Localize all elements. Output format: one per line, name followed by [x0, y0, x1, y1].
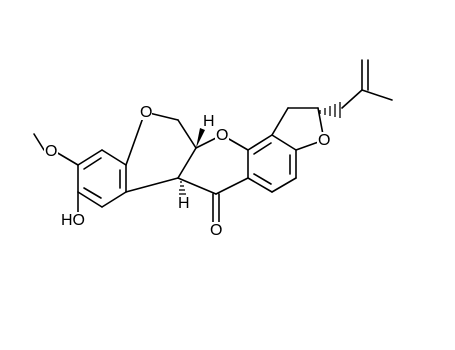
atom-o-methoxy: O	[44, 143, 58, 160]
double-bond-inner	[253, 173, 272, 185]
bond-methyl	[33, 133, 45, 151]
ring-e-dihydrofuran	[271, 107, 325, 151]
atom-o-pyran-top: O	[138, 104, 152, 121]
bond	[77, 191, 103, 208]
bond	[271, 177, 297, 193]
atom-label-o: O	[210, 222, 222, 239]
atom-label-h: H	[178, 195, 190, 212]
bond	[341, 89, 363, 109]
atom-h-mid: H	[178, 195, 190, 212]
wedge-bond-h-top	[196, 128, 205, 148]
bond	[77, 149, 103, 166]
bond	[271, 107, 289, 136]
atom-o-pyran-mid: O	[215, 127, 229, 144]
bond	[101, 149, 127, 166]
double-bond-inner	[253, 142, 272, 155]
atom-hydroxyl: HO	[60, 212, 86, 229]
ring-c-pyranone	[177, 134, 249, 223]
bond	[177, 147, 197, 179]
atom-h-top: H	[203, 113, 215, 130]
bond	[177, 119, 197, 149]
bond	[247, 177, 273, 193]
bond	[125, 111, 146, 166]
ring-d-aromatic	[247, 134, 297, 193]
ring-a-aromatic	[77, 149, 127, 208]
atom-o-furan: O	[317, 132, 331, 149]
bond	[215, 177, 249, 195]
hash-bond-h-mid	[179, 181, 186, 195]
double-bond-inner	[83, 187, 102, 199]
atom-label-o: O	[216, 127, 228, 144]
double-bond-inner	[83, 157, 102, 170]
bond-to-methoxy-o	[55, 151, 79, 166]
atom-label-h: H	[203, 113, 215, 130]
atom-label-o: O	[45, 143, 57, 160]
bond	[125, 177, 179, 193]
isopropenyl-group	[319, 59, 393, 118]
atom-label-o: O	[318, 132, 330, 149]
bond	[271, 134, 297, 151]
bond	[361, 89, 393, 101]
bond	[247, 134, 273, 151]
atom-o-carbonyl: O	[209, 222, 223, 239]
atom-label-ho: HO	[61, 212, 85, 229]
ring-b-pyran	[125, 111, 197, 193]
bond	[101, 191, 127, 208]
bond	[177, 177, 217, 195]
atom-label-o: O	[140, 104, 152, 121]
